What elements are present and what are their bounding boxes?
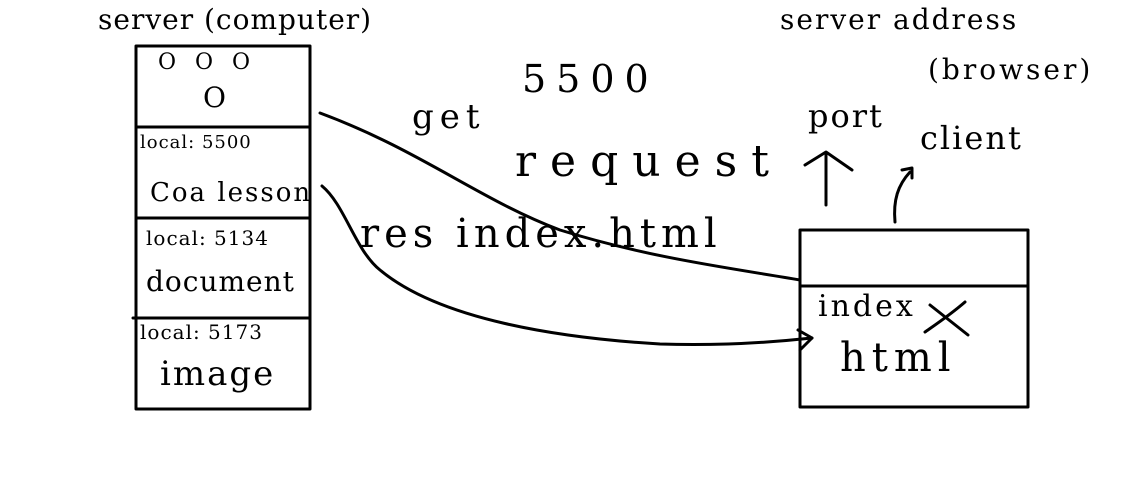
- request-arrow: [318, 111, 802, 282]
- client-title-line1: server address: [780, 3, 1019, 36]
- server-top-mark-2: O: [203, 81, 228, 114]
- server-title: server (computer): [98, 3, 373, 36]
- response-arrowhead: [796, 328, 814, 352]
- client-content-line2: html: [840, 335, 957, 381]
- client-title-line2: (browser): [928, 53, 1094, 86]
- server-top-marks: O O O: [158, 50, 257, 75]
- index-scribble: [923, 300, 970, 337]
- port-number-label: 5500: [522, 57, 659, 101]
- request-label-line2: request: [515, 136, 783, 187]
- client-label: client: [920, 119, 1023, 157]
- response-label: res index.html: [360, 211, 722, 257]
- port-label: port: [808, 97, 884, 135]
- client-arrowhead: [900, 166, 914, 180]
- client-arrow: [893, 170, 912, 224]
- server-row-2-content: document: [146, 265, 295, 298]
- server-row-1-content: Coa lesson: [150, 178, 313, 208]
- port-arrowhead: [803, 150, 854, 172]
- server-row-1-address: local: 5500: [140, 132, 252, 153]
- server-row-2-address: local: 5134: [146, 226, 269, 250]
- client-content-line1: index: [818, 289, 916, 324]
- client-box: [798, 228, 1030, 409]
- server-box: [134, 44, 312, 411]
- server-row-3-content: image: [160, 354, 276, 394]
- server-row-3-address: local: 5173: [140, 320, 263, 344]
- request-label-line1: get: [412, 97, 486, 137]
- response-arrow: [320, 184, 814, 347]
